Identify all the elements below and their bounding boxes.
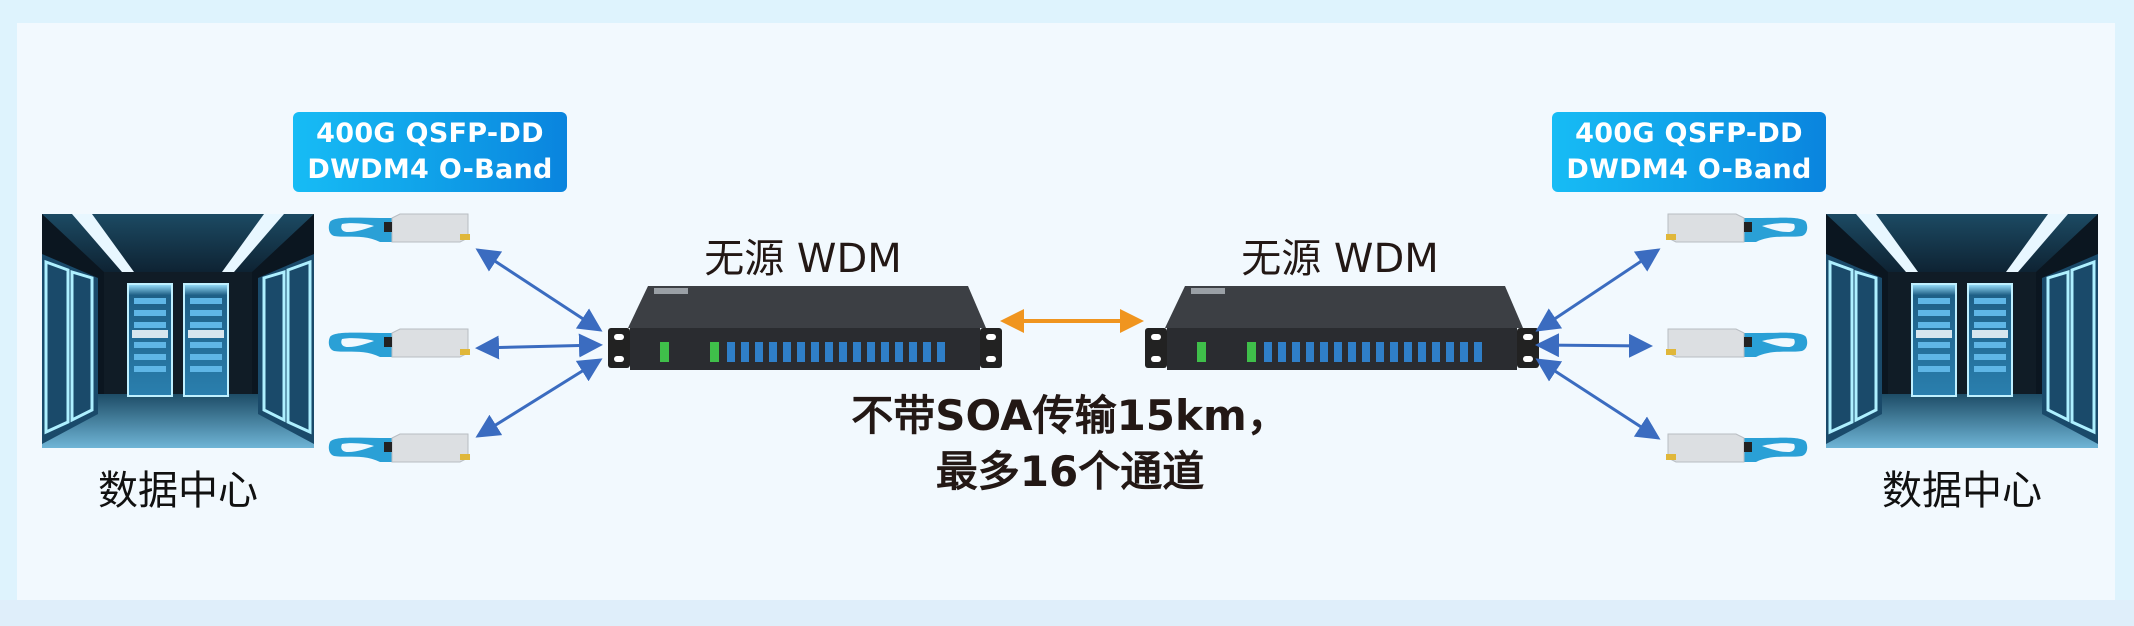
left-module-label: 400G QSFP-DD DWDM4 O-Band bbox=[293, 112, 567, 192]
left-datacenter-image-icon bbox=[42, 214, 314, 448]
left-module-label-line2: DWDM4 O-Band bbox=[307, 154, 553, 185]
left-transceiver-1-icon bbox=[328, 212, 478, 246]
right-module-label-line1: 400G QSFP-DD bbox=[1575, 118, 1803, 149]
right-datacenter-caption: 数据中心 bbox=[1882, 468, 2042, 514]
transmission-line2: 最多16个通道 bbox=[935, 447, 1205, 496]
left-wdm-title: 无源 WDM bbox=[704, 236, 902, 282]
right-transceiver-3-icon bbox=[1658, 432, 1808, 466]
outer-frame-bottom bbox=[0, 600, 2134, 626]
diagram-panel bbox=[17, 23, 2115, 600]
right-module-label: 400G QSFP-DD DWDM4 O-Band bbox=[1552, 112, 1826, 192]
left-transceiver-2-icon bbox=[328, 327, 478, 361]
left-wdm-device-icon bbox=[608, 286, 1002, 370]
right-datacenter-image-icon bbox=[1826, 214, 2098, 448]
right-module-label-line2: DWDM4 O-Band bbox=[1566, 154, 1812, 185]
transmission-line1: 不带SOA传输15km， bbox=[851, 391, 1289, 440]
left-module-label-line1: 400G QSFP-DD bbox=[316, 118, 544, 149]
right-wdm-title: 无源 WDM bbox=[1241, 236, 1439, 282]
left-transceiver-3-icon bbox=[328, 432, 478, 466]
right-wdm-device-icon bbox=[1145, 286, 1539, 370]
right-transceiver-1-icon bbox=[1658, 212, 1808, 246]
left-datacenter-caption: 数据中心 bbox=[98, 468, 258, 514]
right-transceiver-2-icon bbox=[1658, 327, 1808, 361]
transmission-description: 不带SOA传输15km， 最多16个通道 bbox=[820, 388, 1320, 500]
